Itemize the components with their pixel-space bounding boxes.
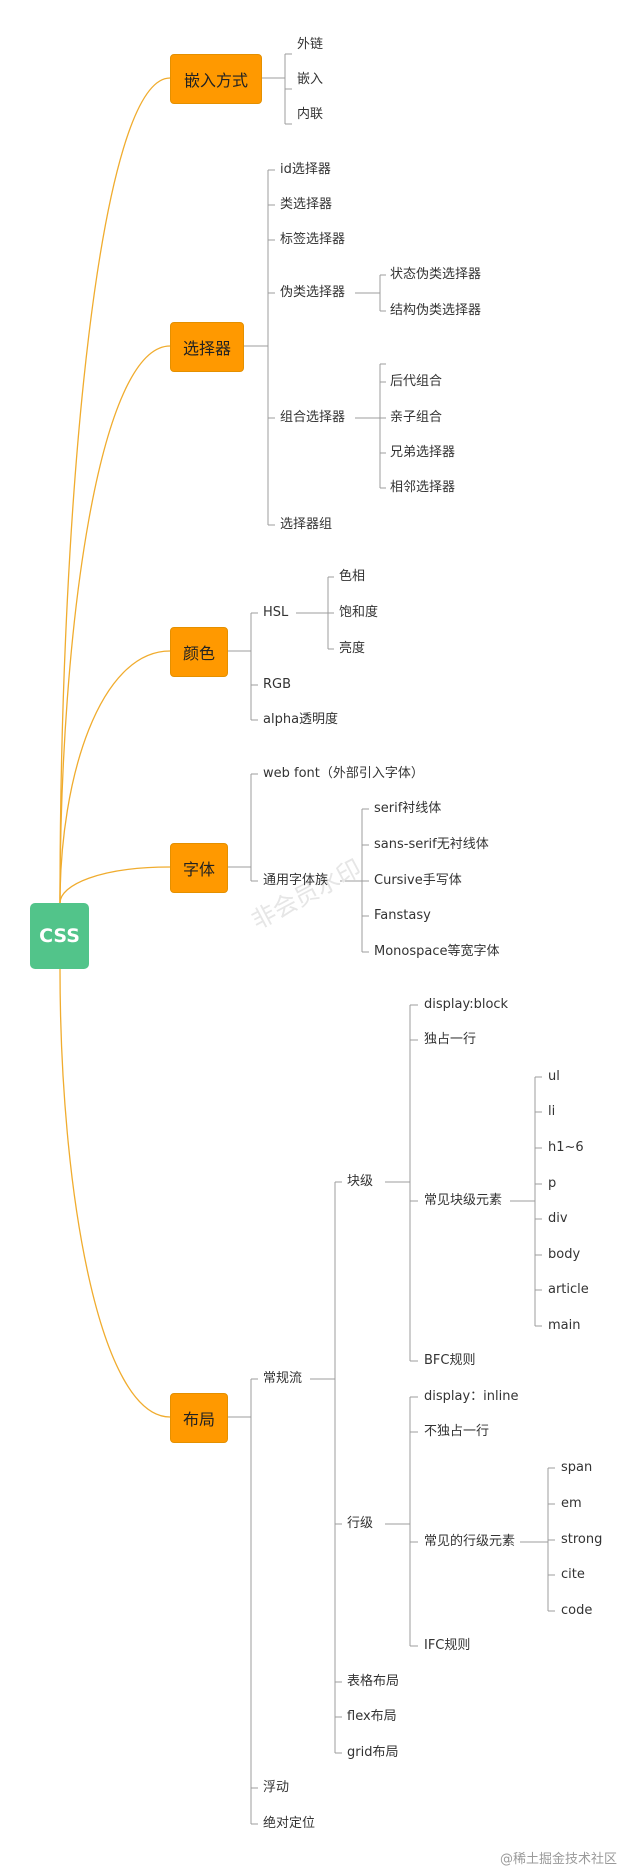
leaf-own-line: 独占一行 (424, 1032, 477, 1047)
leaf-hsl: HSL (263, 605, 289, 620)
leaf-display-block: display:block (424, 997, 509, 1012)
leaf-hue: 色相 (339, 569, 366, 584)
bracket-layout (226, 1378, 258, 1825)
leaf-normal-flow: 常规流 (263, 1371, 303, 1386)
leaf-tag-selector: 标签选择器 (280, 232, 346, 247)
leaf-external: 外链 (297, 37, 324, 52)
branch-font[interactable]: 字体 (170, 843, 228, 893)
leaf-cite: cite (561, 1567, 585, 1582)
branch-color[interactable]: 颜色 (170, 627, 228, 677)
leaf-grid-layout: grid布局 (347, 1745, 399, 1760)
leaf-bfc: BFC规则 (424, 1353, 476, 1368)
leaf-id-selector: id选择器 (280, 162, 331, 177)
curve-font (59, 866, 171, 904)
curve-selector (59, 345, 171, 904)
leaf-pseudo-selector: 伪类选择器 (280, 285, 346, 300)
bracket-family (340, 808, 369, 953)
leaf-combo-selector: 组合选择器 (280, 410, 346, 425)
bracket-hsl (296, 576, 334, 650)
leaf-combo-adjacent: 相邻选择器 (390, 480, 456, 495)
leaf-div: div (548, 1211, 568, 1226)
leaf-em: em (561, 1496, 582, 1511)
leaf-strong: strong (561, 1532, 603, 1547)
leaf-combo-sibling: 兄弟选择器 (390, 445, 456, 460)
curve-layout (59, 968, 171, 1418)
leaf-inline-elements: 常见的行级元素 (424, 1534, 516, 1549)
leaf-pseudo-state: 状态伪类选择器 (390, 267, 482, 282)
leaf-not-own-line: 不独占一行 (424, 1424, 490, 1439)
root-node-css[interactable]: CSS (30, 903, 89, 969)
branch-embed[interactable]: 嵌入方式 (170, 54, 262, 104)
leaf-selector-group: 选择器组 (280, 517, 333, 532)
bracket-inline (385, 1396, 418, 1647)
bracket-selector (242, 169, 275, 526)
curve-color (59, 650, 171, 904)
bracket-pseudo (355, 274, 386, 312)
leaf-inline: 内联 (297, 107, 324, 122)
leaf-ul: ul (548, 1069, 560, 1084)
bracket-color (226, 612, 258, 721)
credit-text: @稀土掘金技术社区 (500, 1852, 618, 1867)
leaf-font-family: 通用字体族 (263, 873, 329, 888)
bracket-inline-elems (520, 1467, 555, 1612)
leaf-display-inline: display：inline (424, 1389, 519, 1404)
bracket-block (385, 1004, 418, 1362)
leaf-sans-serif: sans-serif无衬线体 (374, 837, 489, 852)
leaf-block-elements: 常见块级元素 (424, 1193, 503, 1208)
leaf-absolute: 绝对定位 (263, 1816, 316, 1831)
leaf-rgb: RGB (263, 677, 292, 692)
bracket-embed (260, 53, 292, 125)
leaf-h1-6: h1~6 (548, 1140, 584, 1155)
leaf-body: body (548, 1247, 581, 1262)
leaf-combo-child: 亲子组合 (390, 410, 443, 425)
bracket-combo (355, 363, 386, 489)
leaf-embedded: 嵌入 (297, 72, 324, 87)
leaf-inline-level: 行级 (347, 1516, 374, 1531)
leaf-article: article (548, 1282, 589, 1297)
leaf-web-font: web font（外部引入字体） (263, 766, 424, 781)
leaf-serif: serif衬线体 (374, 801, 442, 816)
branch-selector[interactable]: 选择器 (170, 322, 244, 372)
leaf-ifc: IFC规则 (424, 1638, 471, 1653)
leaf-combo-desc: 后代组合 (390, 374, 443, 389)
leaf-li: li (548, 1104, 556, 1119)
leaf-table-layout: 表格布局 (347, 1674, 400, 1689)
leaf-fantasy: Fanstasy (374, 908, 431, 923)
leaf-flex-layout: flex布局 (347, 1709, 397, 1724)
leaf-span: span (561, 1460, 593, 1475)
bracket-block-elems (510, 1076, 542, 1327)
leaf-saturation: 饱和度 (339, 605, 379, 620)
leaf-code: code (561, 1603, 593, 1618)
leaf-cursive: Cursive手写体 (374, 873, 462, 888)
leaf-block-level: 块级 (347, 1174, 374, 1189)
bracket-font (226, 773, 258, 882)
branch-layout[interactable]: 布局 (170, 1393, 228, 1443)
curve-embed (59, 77, 171, 904)
leaf-monospace: Monospace等宽字体 (374, 944, 500, 959)
leaf-class-selector: 类选择器 (280, 197, 333, 212)
leaf-alpha: alpha透明度 (263, 712, 339, 727)
bracket-flow (310, 1181, 342, 1754)
leaf-pseudo-struct: 结构伪类选择器 (390, 303, 482, 318)
leaf-main: main (548, 1318, 581, 1333)
leaf-lightness: 亮度 (339, 641, 366, 656)
leaf-p: p (548, 1176, 557, 1191)
leaf-float: 浮动 (263, 1780, 290, 1795)
